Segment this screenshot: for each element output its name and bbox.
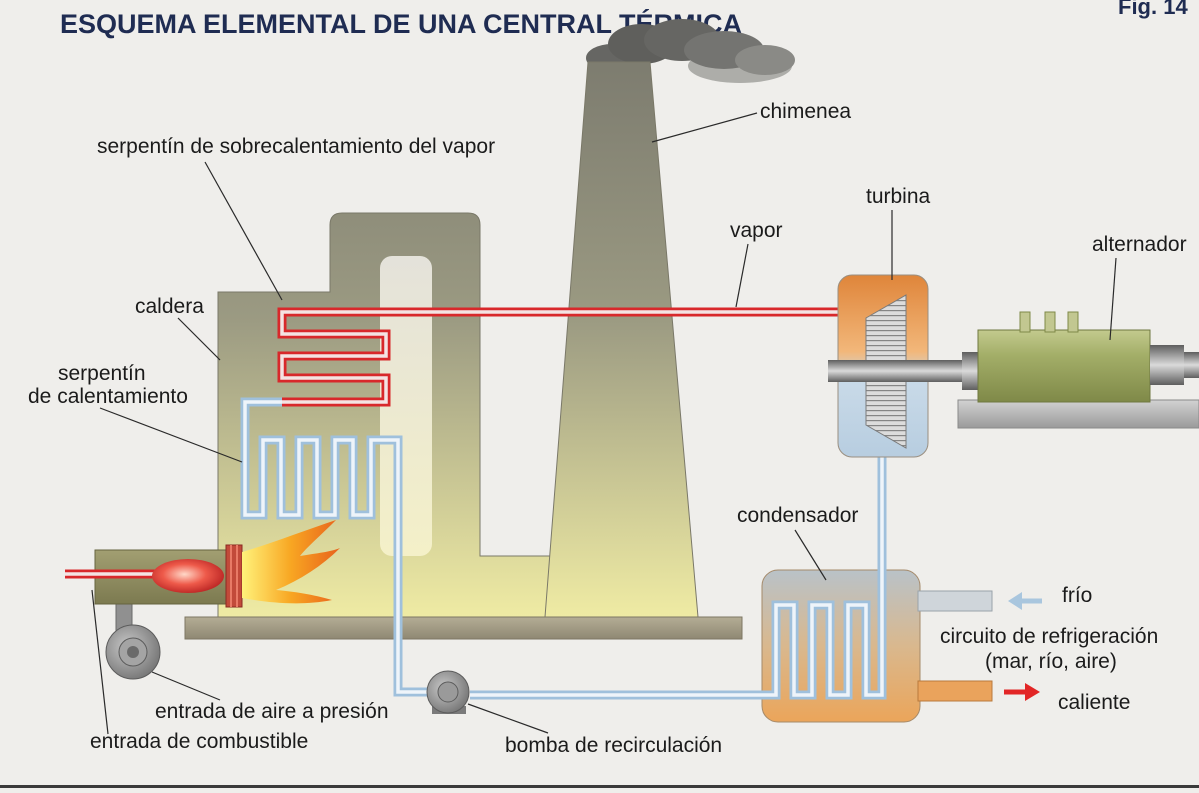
label-alternator: alternador: [1092, 233, 1187, 256]
heating-coil: [240, 397, 430, 697]
alternator: [957, 311, 1199, 429]
hot-arrow: [1004, 683, 1040, 701]
leader-heating-coil: [99, 407, 243, 463]
alternator-left-hub: [962, 352, 980, 390]
label-pump: bomba de recirculación: [505, 734, 722, 757]
pump-rotor: [437, 681, 459, 703]
turbine-shaft: [828, 360, 980, 382]
leader-boiler: [177, 317, 221, 361]
figure-label: Fig. 14: [1118, 0, 1188, 19]
leader-fuel-inlet: [91, 589, 109, 735]
label-chimney: chimenea: [760, 100, 851, 123]
leader-pump: [467, 703, 549, 734]
condenser-coil: [470, 452, 887, 700]
alternator-shaft: [1150, 345, 1184, 385]
alternator-body: [977, 329, 1151, 403]
leader-superheater: [204, 161, 283, 301]
page-edge-line: [0, 785, 1199, 788]
label-fuel-inlet: entrada de combustible: [90, 730, 308, 753]
label-turbine: turbina: [866, 185, 931, 208]
label-boiler: caldera: [135, 295, 204, 318]
flue-duct-gap: [380, 256, 432, 556]
leader-condenser: [794, 529, 827, 581]
label-steam: vapor: [730, 219, 783, 242]
label-condenser: condensador: [737, 504, 858, 527]
label-air-inlet: entrada de aire a presión: [155, 700, 389, 723]
smoke-puff: [735, 45, 795, 75]
plant-platform: [184, 616, 743, 640]
label-cold: frío: [1062, 584, 1092, 607]
heating-coil-pipe-core: [243, 400, 430, 694]
burner-flame: [242, 520, 340, 604]
condenser-coil-pipe-core: [470, 452, 884, 697]
alternator-terminal: [1019, 311, 1031, 333]
recirculation-pump: [426, 670, 470, 714]
leader-alternator: [1109, 257, 1117, 341]
alternator-terminal: [1067, 311, 1079, 333]
alternator-shaft-end: [1184, 352, 1199, 378]
steam-pipe-core: [280, 310, 856, 404]
burner: [65, 520, 340, 634]
cooling-inlet-pipe: [917, 590, 993, 612]
superheater-coil: [277, 307, 856, 407]
label-heating-coil-line2: de calentamiento: [28, 385, 188, 408]
label-hot: caliente: [1058, 691, 1130, 714]
cooling-outlet-pipe: [917, 680, 993, 702]
burner-nozzle: [152, 559, 224, 593]
chimney-smoke: [586, 19, 795, 83]
alternator-terminal: [1044, 311, 1056, 333]
label-heating-coil-line1: serpentín: [58, 362, 146, 385]
leader-steam: [735, 243, 749, 308]
leader-lines: [91, 112, 1117, 735]
cold-arrow: [1008, 592, 1042, 610]
hot-arrow-head: [1025, 683, 1040, 701]
cold-arrow-head: [1008, 592, 1022, 610]
label-cooling-circuit-line2: (mar, río, aire): [985, 650, 1117, 673]
label-cooling-circuit-line1: circuito de refrigeración: [940, 625, 1158, 648]
fan-hub: [127, 646, 139, 658]
air-fan: [105, 624, 161, 680]
leader-air-inlet: [151, 671, 221, 701]
label-superheater-coil: serpentín de sobrecalentamiento del vapo…: [97, 135, 495, 158]
burner-flange: [225, 544, 243, 608]
leader-chimney: [651, 112, 758, 143]
alternator-base: [957, 399, 1199, 429]
